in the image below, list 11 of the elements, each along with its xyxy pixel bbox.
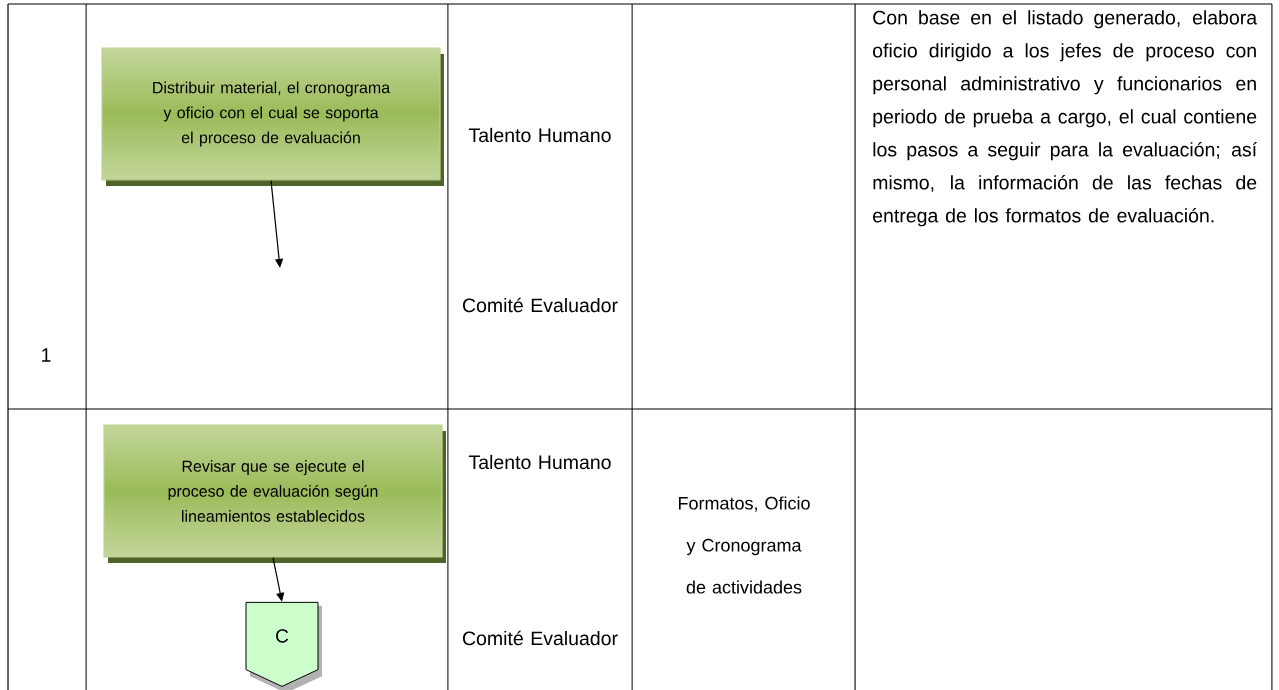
document-text: Formatos, Oficio y Cronograma de actividades	[678, 496, 810, 594]
role-text: Comité Evaluador	[462, 297, 618, 313]
process-box: Revisar que se ejecute el proceso de evaluación según lineamientos establecidos	[103, 424, 446, 563]
role-text: Talento Humano	[468, 454, 611, 470]
process-box: Distribuir material, el cronograma y oficio con el cual se soporta el proceso de evaluación	[101, 47, 444, 186]
role-text: Talento Humano	[468, 127, 611, 143]
role-text: Comité Evaluador	[462, 630, 618, 646]
arrow	[270, 180, 284, 268]
description-text: Con base en el listado generado, elabora oficio dirigido a los jefes de proceso con personal administrativo y funcionarios en periodo de prueba a cargo, el cual contiene los pasos a seguir para la evaluación; así mismo, la información de las fechas de entrega de los formatos de evaluación.	[873, 10, 1258, 227]
row-number: 1	[42, 348, 51, 362]
off-page-connector: C	[245, 601, 322, 690]
